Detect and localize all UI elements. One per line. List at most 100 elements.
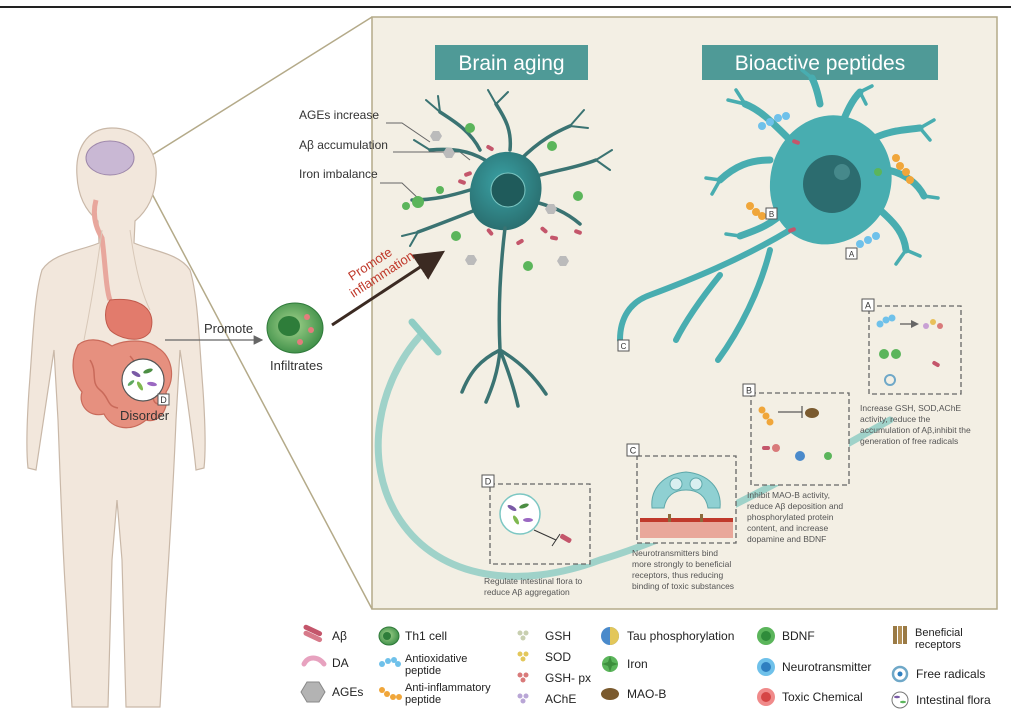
esophagus bbox=[91, 199, 113, 301]
legend-sod-icon bbox=[517, 651, 529, 662]
stomach bbox=[105, 298, 153, 340]
box-b-line-5: dopamine and BDNF bbox=[747, 534, 826, 544]
brain-aging-title-badge bbox=[435, 45, 588, 80]
brain-aging-title: Brain aging bbox=[458, 52, 564, 75]
infiltrates-label: Infiltrates bbox=[270, 358, 323, 373]
neuron-tag-c: C bbox=[621, 342, 627, 351]
abeta-accumulation-label: Aβ accumulation bbox=[299, 138, 388, 152]
box-c-line-3: receptors, thus reducing bbox=[632, 570, 723, 580]
box-a-line-3: accumulation of Aβ,inhibit the bbox=[860, 425, 971, 435]
box-b bbox=[750, 392, 850, 486]
box-b-caption: Inhibit MAO-B activity, reduce Aβ deposi… bbox=[747, 490, 845, 544]
box-a-tag-box bbox=[861, 298, 875, 312]
box-c bbox=[636, 455, 737, 544]
legend-tau-icon bbox=[601, 627, 619, 645]
legend-receptors-label: Beneficial receptors bbox=[915, 627, 966, 651]
box-c-line-2: more strongly to beneficial bbox=[632, 559, 731, 569]
legend-abeta-icon bbox=[303, 624, 323, 643]
box-d-caption: Regulate intestinal flora to reduce Aβ a… bbox=[484, 576, 585, 597]
disorder-tag-box bbox=[157, 393, 170, 406]
legend-th1-label: Th1 cell bbox=[405, 629, 447, 643]
iron-imbalance-label: Iron imbalance bbox=[299, 167, 378, 181]
legend-receptors-icon bbox=[893, 626, 907, 644]
legend-bdnf-icon bbox=[757, 627, 775, 645]
bioactive-peptides-title: Bioactive peptides bbox=[735, 52, 905, 75]
legend-da-label: DA bbox=[332, 656, 349, 670]
zoom-line-bottom bbox=[149, 189, 373, 610]
box-a-tag: A bbox=[865, 301, 871, 311]
legend-antioxidative-line2: peptide bbox=[405, 665, 441, 677]
box-a-caption: Increase GSH, SOD,AChE activity, reduce … bbox=[860, 403, 973, 446]
box-d-line-1: Regulate intestinal flora to bbox=[484, 576, 583, 586]
th1-cell bbox=[266, 302, 324, 354]
legend-abeta-label: Aβ bbox=[332, 629, 347, 643]
inhibition-bar bbox=[408, 318, 442, 356]
legend-antiinflammatory-icon bbox=[379, 687, 402, 700]
box-c-line-1: Neurotransmitters bind bbox=[632, 548, 718, 558]
legend-ages-label: AGEs bbox=[332, 685, 363, 699]
brain-organ bbox=[85, 140, 135, 176]
legend-radicals-icon bbox=[891, 665, 909, 683]
box-d-line-2: reduce Aβ aggregation bbox=[484, 587, 570, 597]
box-a-line-1: Increase GSH, SOD,AChE bbox=[860, 403, 961, 413]
human-body-figure bbox=[26, 127, 206, 708]
legend-neurotransmitter-label: Neurotransmitter bbox=[782, 660, 871, 674]
legend-flora-label: Intestinal flora bbox=[916, 693, 991, 707]
box-a bbox=[868, 305, 962, 395]
box-b-line-1: Inhibit MAO-B activity, bbox=[747, 490, 830, 500]
neuron-tag-b: B bbox=[769, 210, 774, 219]
legend-maob-icon bbox=[601, 688, 619, 700]
box-a-line-2: activity, reduce the bbox=[860, 414, 931, 424]
legend-iron-label: Iron bbox=[627, 657, 648, 671]
zoom-line-top bbox=[127, 16, 373, 171]
legend-receptors-line2: receptors bbox=[915, 639, 961, 651]
legend-ache-label: AChE bbox=[545, 692, 576, 706]
legend-antiinflammatory-label: Anti-inflammatory peptide bbox=[405, 682, 494, 706]
box-d-tag: D bbox=[485, 477, 492, 487]
box-d-tag-box bbox=[481, 474, 495, 488]
neuron-tag-c-box bbox=[617, 339, 630, 352]
legend-toxic-label: Toxic Chemical bbox=[782, 690, 863, 704]
inhibition-arc bbox=[374, 332, 894, 580]
legend-antioxidative-icon bbox=[379, 657, 401, 667]
torso-lines bbox=[83, 229, 151, 341]
box-b-line-4: content, and increase bbox=[747, 523, 829, 533]
legend-gshpx-icon bbox=[517, 672, 529, 683]
box-c-tag-box bbox=[626, 443, 640, 457]
gut-flora-circle bbox=[121, 358, 165, 402]
legend-neurotransmitter-icon bbox=[757, 658, 775, 676]
legend-da-icon bbox=[301, 655, 327, 667]
promote-label: Promote bbox=[204, 321, 253, 336]
legend-bdnf-label: BDNF bbox=[782, 629, 815, 643]
box-d bbox=[489, 483, 591, 565]
neuron-tag-a: A bbox=[849, 250, 855, 259]
aging-particles bbox=[402, 123, 583, 271]
legend-iron-icon bbox=[602, 656, 618, 672]
legend-receptors-line1: Beneficial bbox=[915, 627, 963, 639]
bioactive-peptides-title-badge bbox=[702, 45, 938, 80]
box-c-tag: C bbox=[630, 446, 637, 456]
legend-antiinflammatory-line2: peptide bbox=[405, 694, 441, 706]
legend-antioxidative-line1: Antioxidative bbox=[405, 653, 467, 665]
legend-radicals-label: Free radicals bbox=[916, 667, 985, 681]
aging-neuron bbox=[401, 89, 613, 408]
legend-gshpx-label: GSH- px bbox=[545, 671, 591, 685]
ages-increase-label: AGEs increase bbox=[299, 108, 379, 122]
ages-leader bbox=[386, 122, 431, 143]
neuron-tag-b-box bbox=[765, 207, 778, 220]
box-c-line-4: binding of toxic substances bbox=[632, 581, 734, 591]
iron-leader bbox=[380, 182, 421, 201]
legend-ages-icon bbox=[300, 681, 326, 703]
legend-antiinflammatory-line1: Anti-inflammatory bbox=[405, 682, 491, 694]
box-b-line-2: reduce Aβ deposition and bbox=[747, 501, 843, 511]
legend-th1-icon bbox=[378, 626, 400, 646]
legend-tau-label: Tau phosphorylation bbox=[627, 629, 734, 643]
legend-toxic-icon bbox=[757, 688, 775, 706]
neuron-tag-a-box bbox=[845, 247, 858, 260]
healthy-particles bbox=[746, 112, 914, 248]
box-a-line-4: generation of free radicals bbox=[860, 436, 958, 446]
legend-gsh-icon bbox=[517, 630, 529, 641]
box-b-line-3: phosphorylated protein bbox=[747, 512, 834, 522]
